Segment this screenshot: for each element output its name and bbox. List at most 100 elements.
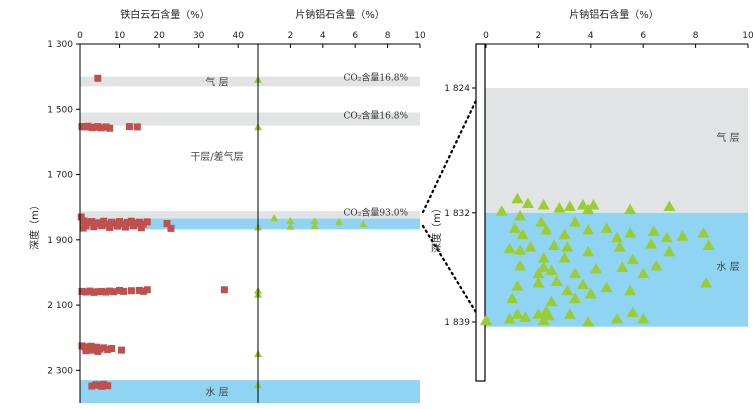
dolomite-band-gas xyxy=(80,211,258,219)
dolomite-point xyxy=(88,218,96,226)
detail-point xyxy=(582,316,595,327)
dolomite-point xyxy=(84,218,92,226)
detail-point xyxy=(524,241,537,252)
gas-layer-label: 气 层 xyxy=(205,76,228,89)
dolomite-x-tick-label: 40 xyxy=(232,31,244,41)
detail-point xyxy=(508,222,521,233)
dawsonite-point xyxy=(310,217,319,225)
detail-point xyxy=(511,192,524,204)
detail-point xyxy=(645,238,658,249)
dolomite-point xyxy=(110,288,118,296)
detail-point xyxy=(582,223,595,235)
detail-point xyxy=(626,306,639,318)
dolomite-point xyxy=(100,344,108,352)
detail-y-tick-label: 1 824 xyxy=(444,84,470,94)
dolomite-point xyxy=(94,74,102,82)
detail-point xyxy=(637,267,650,279)
detail-point xyxy=(548,239,561,251)
dolomite-point xyxy=(220,286,228,294)
detail-point xyxy=(532,308,545,319)
dawsonite-point xyxy=(286,222,295,230)
detail-point xyxy=(561,284,574,296)
detail-x-tick-label: 2 xyxy=(536,31,542,41)
detail-point xyxy=(480,314,492,325)
detail-point xyxy=(563,200,576,212)
dawsonite-point xyxy=(310,222,319,230)
co2-content-note: CO₂含量93.0% xyxy=(344,206,409,218)
detail-point xyxy=(537,252,550,263)
band-water xyxy=(258,380,420,403)
dolomite-band-water xyxy=(80,380,258,403)
detail-point xyxy=(514,244,527,255)
dolomite-point xyxy=(98,287,106,295)
detail-point xyxy=(600,222,613,233)
dolomite-point xyxy=(133,123,141,131)
dolomite-x-tick-label: 10 xyxy=(114,31,126,41)
detail-x-tick-label: 6 xyxy=(640,31,646,41)
band-gas xyxy=(258,76,420,87)
detail-point xyxy=(563,308,576,319)
detail-point xyxy=(647,225,660,237)
detail-point xyxy=(506,292,519,304)
detail-point xyxy=(540,223,553,235)
detail-point xyxy=(532,267,545,279)
detail-water-layer-label: 水 层 xyxy=(716,261,739,273)
detail-point xyxy=(697,227,710,238)
detail-point xyxy=(545,295,558,307)
dolomite-point xyxy=(121,223,129,231)
detail-point xyxy=(650,259,663,271)
depth-y-tick-label: 2 100 xyxy=(47,301,73,311)
detail-x-tick-label: 8 xyxy=(693,31,699,41)
detail-point xyxy=(569,267,582,279)
band-gas xyxy=(258,112,420,126)
depth-y-tick-label: 2 300 xyxy=(47,366,73,376)
detail-point xyxy=(558,252,571,263)
dawsonite-x-tick-label: 6 xyxy=(352,31,358,41)
dolomite-point xyxy=(92,381,100,389)
detail-point xyxy=(514,209,527,221)
detail-point xyxy=(582,245,595,257)
detail-point xyxy=(616,261,629,272)
detail-point xyxy=(660,231,673,243)
detail-point xyxy=(702,239,715,251)
dolomite-x-tick-label: 30 xyxy=(193,31,205,41)
detail-point xyxy=(624,227,637,238)
detail-point xyxy=(600,281,613,293)
dolomite-point xyxy=(163,220,171,227)
dolomite-point xyxy=(106,223,114,231)
dolomite-point xyxy=(108,344,116,352)
detail-point xyxy=(553,202,566,213)
detail-point xyxy=(503,312,516,324)
dolomite-point xyxy=(116,218,124,226)
dolomite-point xyxy=(86,287,94,295)
detail-point xyxy=(584,287,597,299)
dolomite-point xyxy=(84,122,92,130)
detail-point xyxy=(519,311,532,322)
detail-point xyxy=(545,264,558,276)
dawsonite-x-tick-label: 2 xyxy=(288,31,294,41)
detail-y-tick-label: 1 839 xyxy=(444,318,470,328)
dolomite-point xyxy=(129,222,137,230)
dolomite-point xyxy=(143,286,151,294)
dawsonite-point xyxy=(359,220,368,228)
dolomite-point xyxy=(82,288,90,296)
detail-point xyxy=(514,259,527,271)
zoom-connector-top xyxy=(421,86,484,214)
dolomite-point xyxy=(90,223,98,231)
dawsonite-x-tick-label: 8 xyxy=(385,31,391,41)
detail-point xyxy=(663,200,676,212)
dolomite-point xyxy=(79,224,87,232)
detail-point xyxy=(624,284,637,296)
dolomite-point xyxy=(167,224,175,232)
dry-layer-label: 干层/差气层 xyxy=(190,150,243,163)
dolomite-point xyxy=(80,217,88,225)
dolomite-point xyxy=(114,222,122,230)
dolomite-point xyxy=(82,347,90,355)
dolomite-point xyxy=(90,288,98,296)
